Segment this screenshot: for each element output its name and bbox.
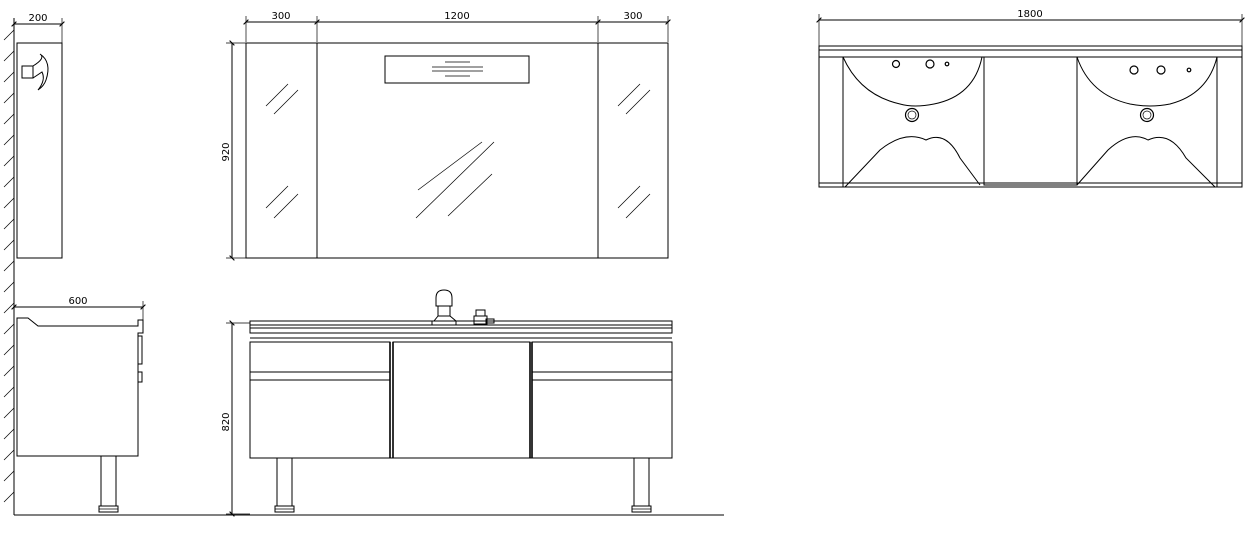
wall-hatch-mark bbox=[3, 428, 15, 440]
wall-hatch-mark bbox=[3, 134, 15, 146]
dim-mirror-right-panel: 300 bbox=[623, 11, 642, 22]
wall-hatch-mark bbox=[3, 176, 15, 188]
wall-hatch-mark bbox=[3, 470, 15, 482]
wall-hatch-mark bbox=[3, 218, 15, 230]
wall-hatch-mark bbox=[3, 365, 15, 377]
dim-vanity-height: 820 bbox=[221, 412, 232, 431]
wall-hatch-mark bbox=[3, 71, 15, 83]
dim-mirror-center-panel: 1200 bbox=[444, 11, 469, 22]
wall-hatch-mark bbox=[3, 386, 15, 398]
dim-mirror-height: 920 bbox=[221, 142, 232, 161]
wall-hatch bbox=[3, 18, 15, 515]
wall-hatch-mark bbox=[3, 491, 15, 503]
dim-top-view-width: 1800 bbox=[1017, 9, 1042, 20]
wall-hatch-mark bbox=[3, 29, 15, 41]
glass-reflection-marks bbox=[265, 83, 651, 219]
dim-cabinet-side-depth: 200 bbox=[28, 13, 47, 24]
wall-hatch-mark bbox=[3, 260, 15, 272]
wall-hatch-mark bbox=[3, 449, 15, 461]
wall-hatch-mark bbox=[3, 239, 15, 251]
vanity-front-view: 820 bbox=[221, 289, 673, 517]
mirror-front-view: 300 1200 300 920 bbox=[221, 11, 671, 261]
wall-hatch-mark bbox=[3, 155, 15, 167]
faucet bbox=[431, 289, 495, 326]
dim-mirror-left-panel: 300 bbox=[271, 11, 290, 22]
mirror-cabinet-side-view: 200 bbox=[11, 13, 65, 259]
wall-hatch-mark bbox=[3, 50, 15, 62]
wall-hatch-mark bbox=[3, 113, 15, 125]
wall-hatch-mark bbox=[3, 407, 15, 419]
mirror-light-box bbox=[384, 55, 530, 84]
wall-hatch-mark bbox=[3, 323, 15, 335]
wall-hatch-mark bbox=[3, 281, 15, 293]
wall-hatch-mark bbox=[3, 197, 15, 209]
vanity-side-view: 600 bbox=[11, 296, 146, 513]
wall-hatch-mark bbox=[3, 302, 15, 314]
vanity-top-view: 1800 bbox=[816, 9, 1245, 188]
wall-hatch-mark bbox=[3, 92, 15, 104]
wall-hatch-mark bbox=[3, 344, 15, 356]
dim-vanity-side-depth: 600 bbox=[68, 296, 87, 307]
